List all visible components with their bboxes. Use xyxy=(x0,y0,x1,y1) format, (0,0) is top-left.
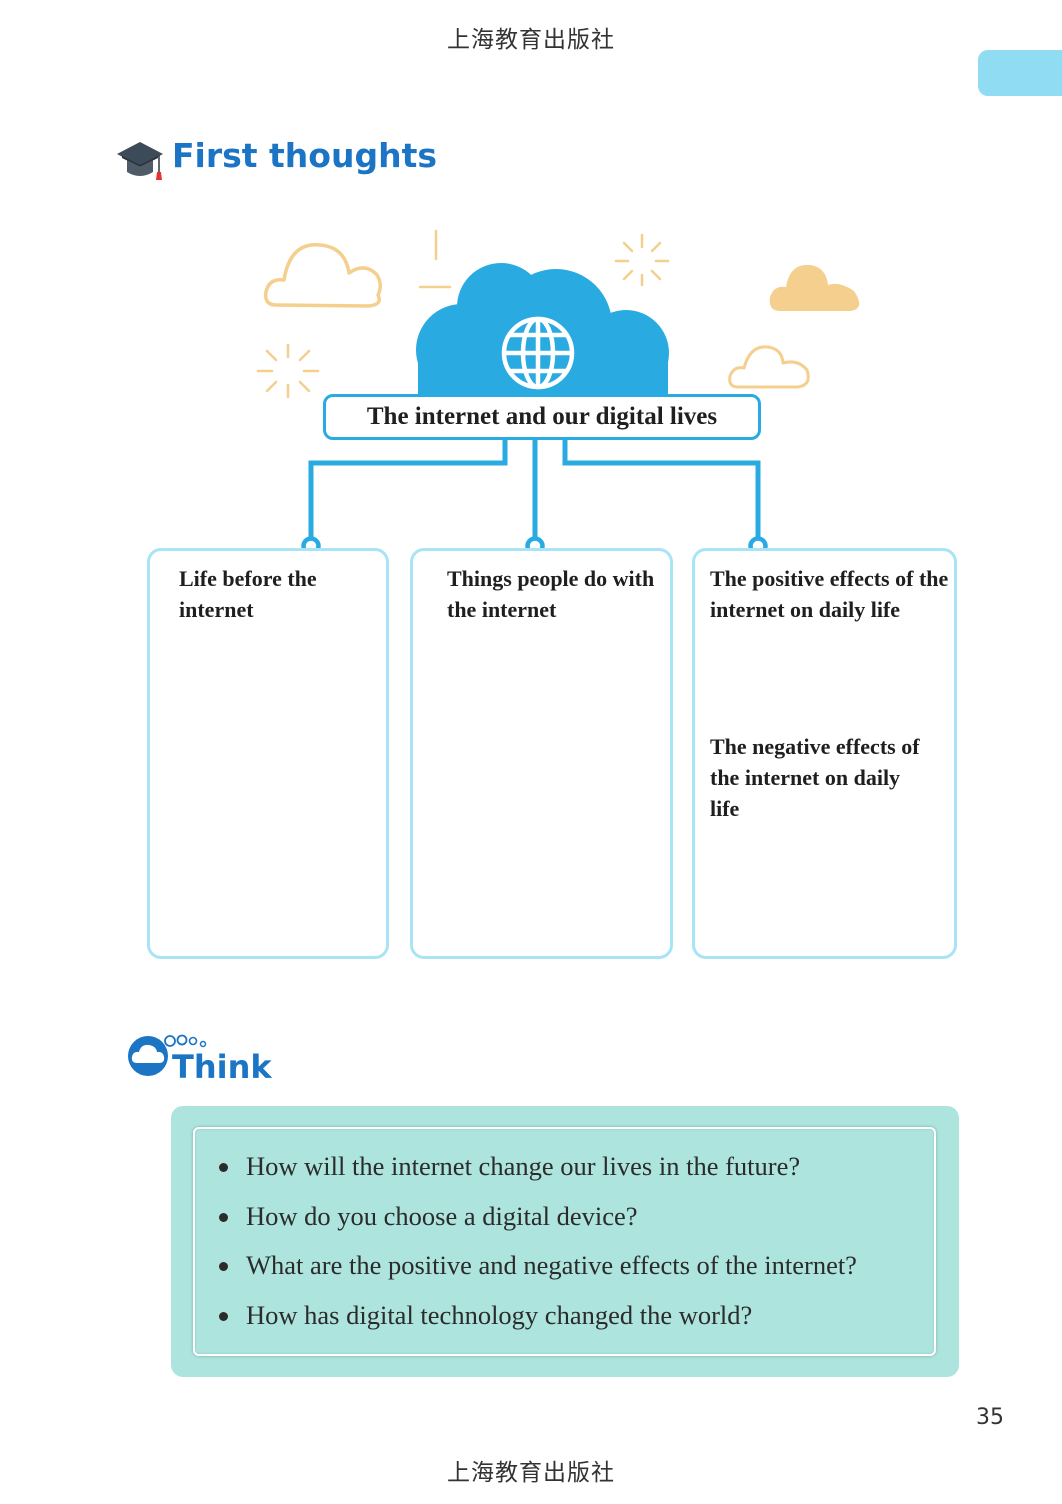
think-inner-frame: How will the internet change our lives i… xyxy=(193,1127,936,1356)
connector-left xyxy=(308,438,508,538)
first-thoughts-title: First thoughts xyxy=(172,136,437,175)
connector-lines xyxy=(301,438,768,556)
sparkle-left xyxy=(256,343,320,399)
sparkle-right xyxy=(614,233,670,287)
outline-cloud-right xyxy=(728,345,810,389)
box-label-positive: The positive effects of the internet on … xyxy=(710,566,949,622)
box-things-people-do: Things people do with the internet xyxy=(410,548,673,959)
center-topic-label: The internet and our digital lives xyxy=(323,394,761,440)
think-question: What are the positive and negative effec… xyxy=(216,1241,857,1291)
graduation-cap-icon xyxy=(115,136,165,184)
box-life-before-internet: Life before the internet xyxy=(147,548,389,959)
cloud-illustration xyxy=(256,229,860,399)
think-question: How will the internet change our lives i… xyxy=(216,1142,857,1192)
box-effects: The positive effects of the internet on … xyxy=(692,548,957,959)
think-panel xyxy=(171,1106,959,1377)
think-question-list: How will the internet change our lives i… xyxy=(216,1142,857,1340)
outline-cloud-left xyxy=(263,243,382,308)
think-question: How do you choose a digital device? xyxy=(216,1192,857,1242)
page-number: 35 xyxy=(976,1405,1004,1430)
thought-bubble-icon xyxy=(125,1032,215,1080)
think-question: How has digital technology changed the w… xyxy=(216,1291,857,1341)
main-cloud xyxy=(416,263,669,396)
sun-lines xyxy=(418,229,452,289)
think-title: Think xyxy=(172,1048,272,1086)
publisher-footer: 上海教育出版社 xyxy=(447,1460,615,1486)
globe-icon xyxy=(501,316,575,390)
box-label: Things people do with the internet xyxy=(447,566,655,622)
box-label: Life before the internet xyxy=(179,566,317,622)
box-label-negative: The negative effects of the internet on … xyxy=(710,734,920,821)
connector-right xyxy=(562,438,761,538)
filled-cloud-right xyxy=(769,264,860,311)
side-tab xyxy=(978,50,1062,96)
publisher-header: 上海教育出版社 xyxy=(447,27,615,53)
